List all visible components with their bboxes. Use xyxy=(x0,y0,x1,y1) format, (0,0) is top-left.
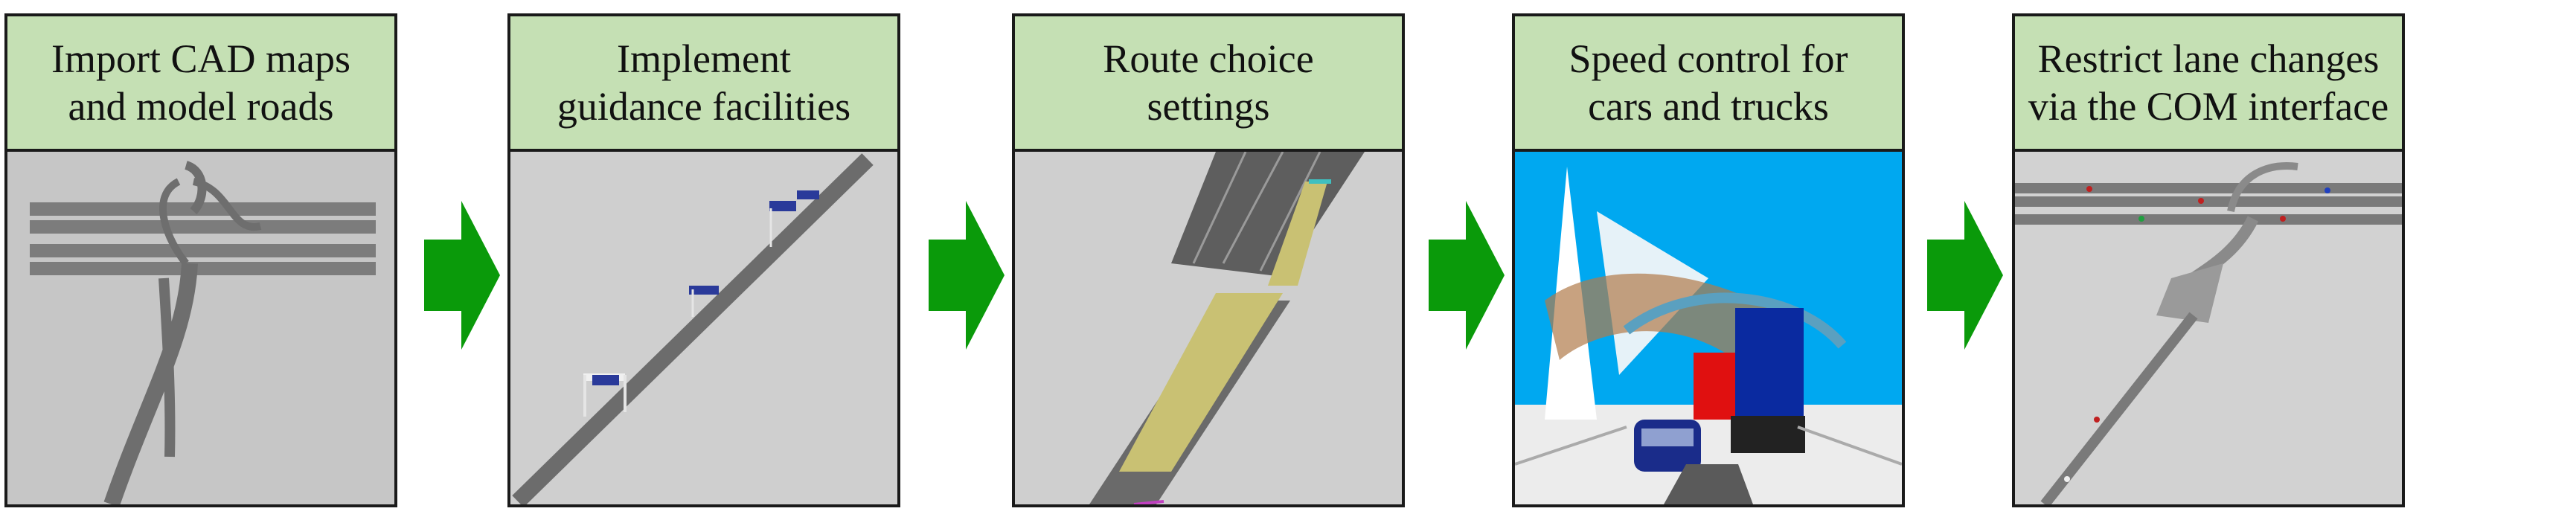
step-title-5-line2: via the COM interface xyxy=(2028,84,2389,129)
step-title-3-line2: settings xyxy=(1147,84,1270,129)
flow-arrow-4-icon xyxy=(1927,201,2003,350)
step-panel-3: Route choice settings xyxy=(1012,13,1405,507)
step-title-3: Route choice settings xyxy=(1015,16,1402,152)
step-title-5-line1: Restrict lane changes xyxy=(2037,36,2380,81)
flow-arrow-2-icon xyxy=(929,201,1005,350)
step-title-1: Import CAD maps and model roads xyxy=(7,16,394,152)
guidance-facilities-image xyxy=(510,152,897,504)
step-panel-1: Import CAD maps and model roads xyxy=(4,13,397,507)
route-choice-image xyxy=(1015,152,1402,504)
step-title-2: Implement guidance facilities xyxy=(510,16,897,152)
step-title-2-line2: guidance facilities xyxy=(557,84,851,129)
cad-road-network-image xyxy=(7,152,394,504)
step-title-4-line1: Speed control for xyxy=(1569,36,1848,81)
flow-arrow-1-icon xyxy=(424,201,500,350)
step-title-1-line2: and model roads xyxy=(68,84,334,129)
flow-arrow-3-icon xyxy=(1429,201,1505,350)
step-title-3-line1: Route choice xyxy=(1103,36,1314,81)
step-title-1-line1: Import CAD maps xyxy=(51,36,350,81)
step-panel-2: Implement guidance facilities xyxy=(507,13,900,507)
speed-control-3d-image xyxy=(1515,152,1902,504)
step-title-2-line1: Implement xyxy=(617,36,791,81)
step-title-4: Speed control for cars and trucks xyxy=(1515,16,1902,152)
step-panel-5: Restrict lane changes via the COM interf… xyxy=(2012,13,2405,507)
lane-change-simulation-image xyxy=(2015,152,2402,504)
step-title-5: Restrict lane changes via the COM interf… xyxy=(2015,16,2402,152)
step-title-4-line2: cars and trucks xyxy=(1588,84,1829,129)
step-panel-4: Speed control for cars and trucks xyxy=(1512,13,1905,507)
